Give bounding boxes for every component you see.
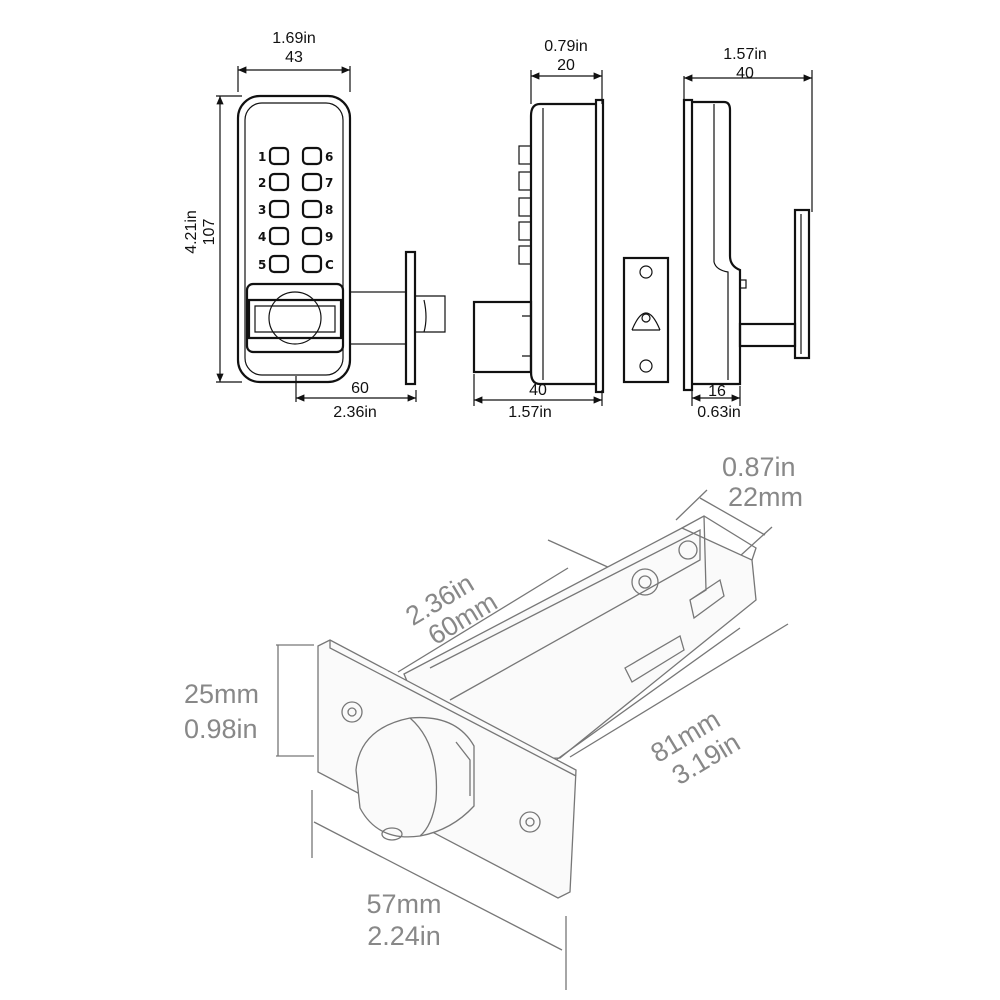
key-button xyxy=(268,254,290,274)
rear-lever-in: 0.63in xyxy=(697,404,741,421)
plate-width-in: 0.87in xyxy=(722,452,796,482)
spindle-in: 2.36in xyxy=(333,404,377,421)
rear-width-in: 1.57in xyxy=(723,46,767,63)
rear-lever-handle xyxy=(793,208,811,360)
key-label: 6 xyxy=(325,150,333,164)
knob xyxy=(268,291,322,345)
front-height-in: 4.21in xyxy=(183,210,200,254)
side-key xyxy=(518,197,532,217)
side-base-in: 1.57in xyxy=(508,404,552,421)
keypad-body xyxy=(236,94,352,384)
rear-lever xyxy=(738,322,797,348)
key-button xyxy=(301,226,323,246)
side-key xyxy=(518,245,532,265)
faceplate-screw-hole xyxy=(519,811,541,833)
side-key xyxy=(518,171,532,191)
front-width-in: 1.69in xyxy=(272,30,316,47)
face-width-in: 2.24in xyxy=(367,921,441,951)
spindle xyxy=(349,291,407,345)
face-width-dimension-line xyxy=(313,821,563,951)
key-button xyxy=(268,172,290,192)
plate-width-dimension-line xyxy=(699,497,766,536)
front-view: 1.69in 43 4.21in 107 1 6 2 7 3 8 4 xyxy=(183,30,446,421)
plate-width-ext xyxy=(675,489,708,521)
side-base-mm: 40 xyxy=(529,382,547,399)
key-button xyxy=(301,146,323,166)
face-width-mm: 57mm xyxy=(366,889,441,919)
key-label: 8 xyxy=(325,203,333,217)
backset-dimension-line xyxy=(397,567,569,673)
latch-isometric xyxy=(276,489,789,990)
strike-plate-outline xyxy=(622,256,670,384)
screw-hole xyxy=(639,359,653,373)
key-label: 7 xyxy=(325,176,333,190)
key-label: 5 xyxy=(258,258,266,272)
strike-plate xyxy=(622,256,670,384)
turn-lever xyxy=(247,298,343,340)
key-label: C xyxy=(325,258,334,272)
latch-bolt-iso xyxy=(355,716,475,838)
side-lever xyxy=(472,300,533,374)
key-button xyxy=(268,199,290,219)
faceplate-screw-hole xyxy=(341,701,363,723)
side-body xyxy=(529,102,596,386)
strike-opening xyxy=(631,312,661,331)
key-button xyxy=(301,199,323,219)
key-button xyxy=(268,146,290,166)
side-plate xyxy=(594,98,605,394)
rear-body xyxy=(692,100,742,386)
side-depth-mm: 20 xyxy=(557,57,575,74)
screw-hole xyxy=(639,265,653,279)
spindle-mm: 60 xyxy=(351,380,369,397)
knob-housing xyxy=(245,282,345,354)
key-label: 2 xyxy=(258,176,266,190)
key-label: 9 xyxy=(325,230,333,244)
spindle-hole xyxy=(631,568,659,596)
side-depth-in: 0.79in xyxy=(544,38,588,55)
rear-width-mm: 40 xyxy=(736,65,754,82)
latch-bolt xyxy=(415,295,446,333)
key-button xyxy=(268,226,290,246)
plate-width-ext xyxy=(739,526,773,557)
rear-view: 1.57in 40 16 0.63in xyxy=(682,46,813,421)
rear-lever-mm: 16 xyxy=(708,383,726,400)
end-plate-hole xyxy=(678,540,698,560)
face-height-in: 0.98in xyxy=(184,714,258,744)
front-height-mm: 107 xyxy=(201,219,218,246)
side-key xyxy=(518,145,532,165)
keypad-buttons: 1 6 2 7 3 8 4 9 5 C xyxy=(258,146,334,274)
side-view: 0.79in 20 40 1.57in xyxy=(472,38,605,421)
rear-plate xyxy=(682,98,694,392)
key-label: 4 xyxy=(258,230,266,244)
key-button xyxy=(301,254,323,274)
key-label: 1 xyxy=(258,150,266,164)
plate-width-mm: 22mm xyxy=(728,482,803,512)
key-button xyxy=(301,172,323,192)
key-label: 3 xyxy=(258,203,266,217)
face-height-mm: 25mm xyxy=(184,679,259,709)
latch-slot xyxy=(624,635,685,683)
front-width-mm: 43 xyxy=(285,49,303,66)
total-length-labels: 81mm 3.19in xyxy=(645,704,745,791)
latch-end-plate xyxy=(681,515,757,561)
side-key xyxy=(518,221,532,241)
latch-faceplate xyxy=(404,250,417,386)
total-length-dimension-line xyxy=(569,623,789,758)
